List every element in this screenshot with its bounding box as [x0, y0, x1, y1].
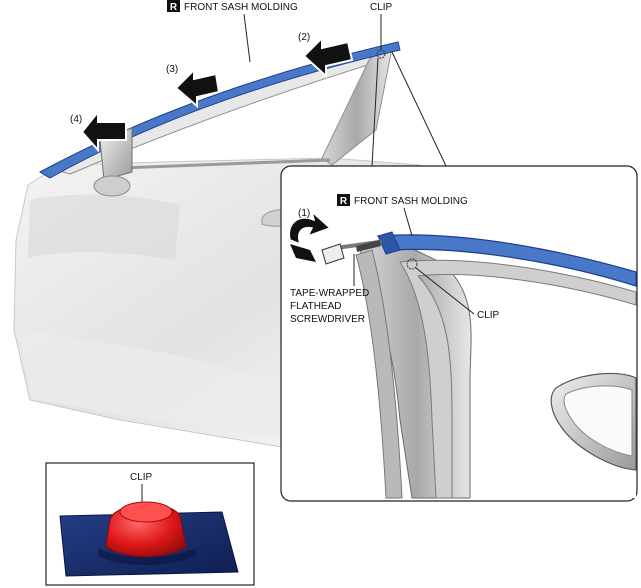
r-badge-top-text: R	[170, 2, 178, 13]
step-arrow-3	[174, 67, 221, 109]
r-badge-top	[167, 0, 180, 12]
r-badge-detail	[337, 194, 350, 206]
step-arrow-2	[302, 35, 354, 79]
clip-label-inset: CLIP	[130, 472, 153, 483]
side-mirror-glass	[563, 385, 633, 457]
r-badge-detail-text: R	[340, 196, 348, 207]
detail-front-sash-molding	[376, 234, 637, 287]
step-label-3: (3)	[166, 64, 178, 75]
step-arrow-1	[288, 209, 332, 262]
zoom-line-left	[371, 57, 379, 167]
clip-marker-detail	[406, 258, 418, 270]
tool-label-line3: SCREWDRIVER	[290, 314, 365, 325]
step-arrow-4	[80, 109, 127, 153]
tool-label-line1: TAPE-WRAPPED	[290, 288, 369, 299]
door-lower-shading	[20, 330, 300, 440]
step-label-4: (4)	[70, 114, 82, 125]
callout-front-sash-molding-detail: R FRONT SASH MOLDING	[337, 194, 468, 237]
front-sash-molding-label-detail: FRONT SASH MOLDING	[354, 196, 468, 207]
leader-clip-detail	[415, 267, 475, 315]
clip-inset: CLIP	[45, 462, 255, 586]
front-sash-molding-label-top: FRONT SASH MOLDING	[184, 2, 298, 13]
detail-molding-end	[377, 231, 401, 255]
tape-wrapped-screwdriver	[321, 239, 382, 265]
step-label-1: (1)	[298, 208, 310, 219]
callout-front-sash-molding-top: R FRONT SASH MOLDING	[167, 0, 298, 63]
screwdriver-tape	[356, 240, 381, 252]
callout-tool: TAPE-WRAPPED FLATHEAD SCREWDRIVER	[290, 254, 369, 325]
screwdriver-handle	[321, 243, 345, 265]
front-sash-molding-part	[38, 41, 401, 179]
clip-label-top: CLIP	[370, 2, 393, 13]
detail-frame-inner	[399, 259, 637, 499]
window-beltline	[119, 158, 331, 170]
callout-clip-top: CLIP	[370, 2, 393, 50]
detail-frame-left	[355, 249, 403, 499]
clip-label-detail: CLIP	[477, 310, 500, 321]
door-body-shading	[28, 194, 180, 260]
leader-front-sash-detail	[403, 207, 413, 237]
mirror-base	[93, 175, 131, 197]
callout-clip-detail: CLIP	[415, 267, 500, 321]
leader-front-sash-top	[243, 13, 251, 63]
tool-label-line2: FLATHEAD	[290, 301, 342, 312]
clip-inset-shadow	[98, 548, 196, 565]
zoom-line-right	[391, 51, 447, 167]
detail-panel: (1) R FRONT SASH MOLDING TAPE-WRAPPED FL…	[280, 165, 638, 502]
step-label-2: (2)	[298, 32, 310, 43]
screwdriver-shaft	[335, 239, 382, 250]
clip-inset-top	[119, 501, 173, 523]
